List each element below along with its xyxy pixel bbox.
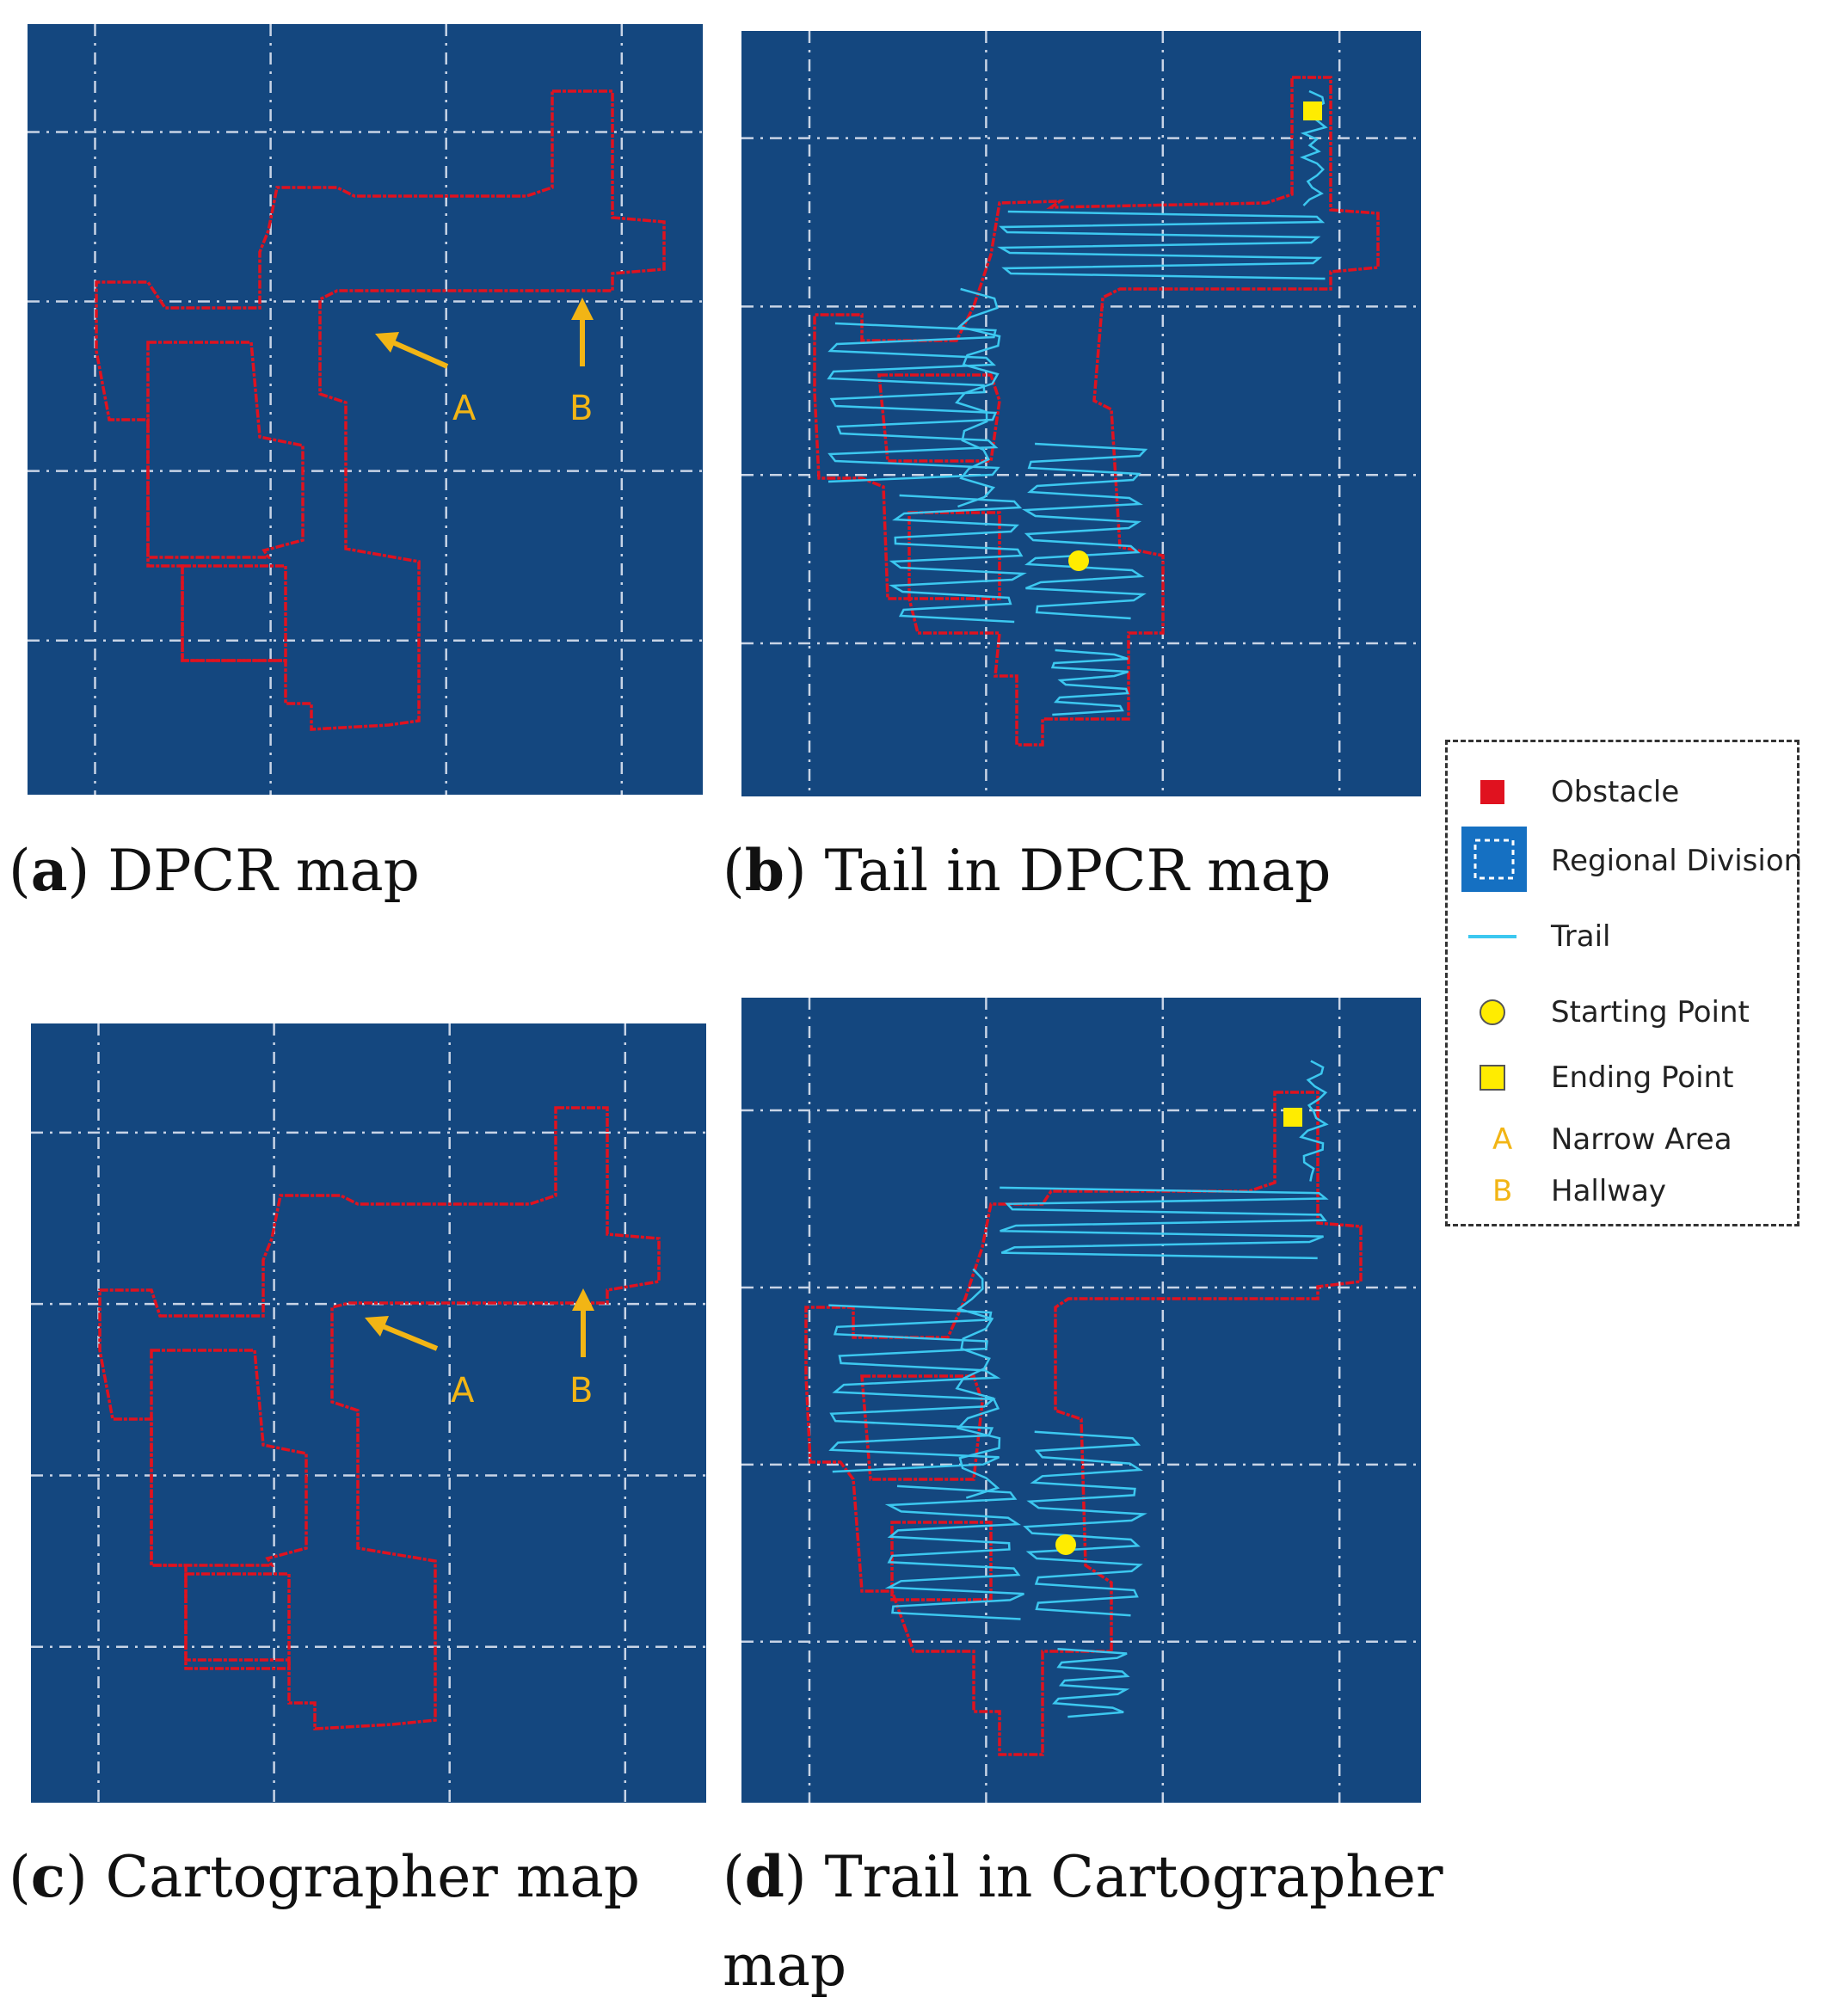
legend-starting-point: Starting Point	[1448, 986, 1797, 1038]
obstacle-wall	[813, 76, 1380, 747]
regional-division-grid	[31, 1023, 706, 1803]
trail-segment	[884, 1484, 1024, 1620]
obstacle-outline	[95, 89, 666, 731]
panel-dpcr-map: A B	[28, 24, 703, 795]
legend-trail: Trail	[1448, 911, 1797, 962]
caption-c: (c) Cartographer map	[9, 1843, 640, 1910]
starting-point-marker	[1055, 1534, 1076, 1555]
obstacle-wall	[890, 1521, 993, 1601]
obstacle-wall	[150, 1349, 308, 1567]
trail-segment	[827, 322, 1000, 483]
starting-point-marker	[1068, 550, 1089, 571]
obstacle-wall	[146, 341, 305, 559]
regional-division-grid	[28, 24, 703, 795]
starting-point-icon	[1480, 999, 1505, 1025]
caption-d-line2: map	[723, 1933, 847, 1999]
legend-ending-point: Ending Point	[1448, 1052, 1797, 1103]
obstacle-outline	[98, 1106, 661, 1730]
narrow-area-arrow	[375, 332, 449, 369]
legend-regional-division: Regional Division	[1448, 825, 1802, 894]
trail-segment	[889, 494, 1027, 624]
trail-segment	[1023, 1430, 1147, 1617]
trail-cartographer-canvas	[741, 998, 1421, 1803]
trail-segment	[955, 287, 1001, 508]
ending-point-marker	[1283, 1108, 1302, 1127]
panel-cartographer-map: A B	[31, 1023, 706, 1803]
robot-trail	[828, 1060, 1329, 1718]
regional-division-grid	[741, 998, 1421, 1803]
caption-b: (b) Tail in DPCR map	[723, 837, 1332, 904]
obstacle-wall	[181, 564, 287, 662]
obstacle-wall	[877, 373, 1001, 463]
legend-narrow-area: A Narrow Area	[1492, 1122, 1732, 1157]
trail-dpcr-canvas	[741, 31, 1421, 796]
cartographer-map-canvas: A B	[31, 1023, 706, 1803]
trail-segment	[1050, 648, 1129, 716]
caption-d: (d) Trail in Cartographer	[723, 1843, 1443, 1910]
ending-point-icon	[1480, 1065, 1505, 1091]
hallway-label: B	[569, 389, 593, 428]
ending-point-marker	[1303, 101, 1322, 120]
trail-segment	[1299, 1060, 1329, 1182]
hallway-arrow	[572, 1288, 594, 1357]
hallway-label: B	[569, 1371, 593, 1411]
legend-hallway: B Hallway	[1492, 1174, 1667, 1208]
obstacle-wall	[184, 1572, 291, 1670]
trail-segment	[828, 1304, 1001, 1473]
hallway-arrow	[571, 298, 594, 366]
narrow-area-label: A	[452, 389, 477, 428]
obstacle-wall	[804, 1091, 1363, 1756]
obstacle-wall	[907, 511, 1001, 600]
regional-division-swatch-icon	[1461, 827, 1527, 892]
trail-segment	[1021, 442, 1148, 620]
obstacle-wall	[98, 1106, 661, 1730]
obstacle-outline	[813, 76, 1380, 747]
trail-segment	[1052, 1647, 1130, 1718]
obstacle-outline	[804, 1091, 1363, 1756]
dpcr-map-canvas: A B	[28, 24, 703, 795]
narrow-area-letter: A	[1492, 1122, 1513, 1157]
narrow-area-label: A	[451, 1371, 475, 1411]
trail-segment	[997, 210, 1326, 280]
obstacle-swatch-icon	[1480, 780, 1504, 804]
robot-trail	[827, 89, 1328, 716]
trail-segment	[955, 1268, 1001, 1499]
panel-trail-dpcr-map	[741, 31, 1421, 796]
caption-a: (a) DPCR map	[9, 837, 420, 904]
hallway-letter: B	[1492, 1174, 1513, 1208]
regional-division-grid	[741, 31, 1421, 796]
panel-trail-cartographer-map	[741, 998, 1421, 1803]
narrow-area-arrow	[365, 1316, 439, 1351]
trail-line-icon	[1468, 935, 1516, 938]
legend-box: Obstacle Regional Division Trail Startin…	[1445, 740, 1802, 1226]
trail-segment	[1000, 1186, 1329, 1260]
legend-obstacle: Obstacle	[1448, 766, 1797, 818]
obstacle-wall	[860, 1374, 984, 1481]
